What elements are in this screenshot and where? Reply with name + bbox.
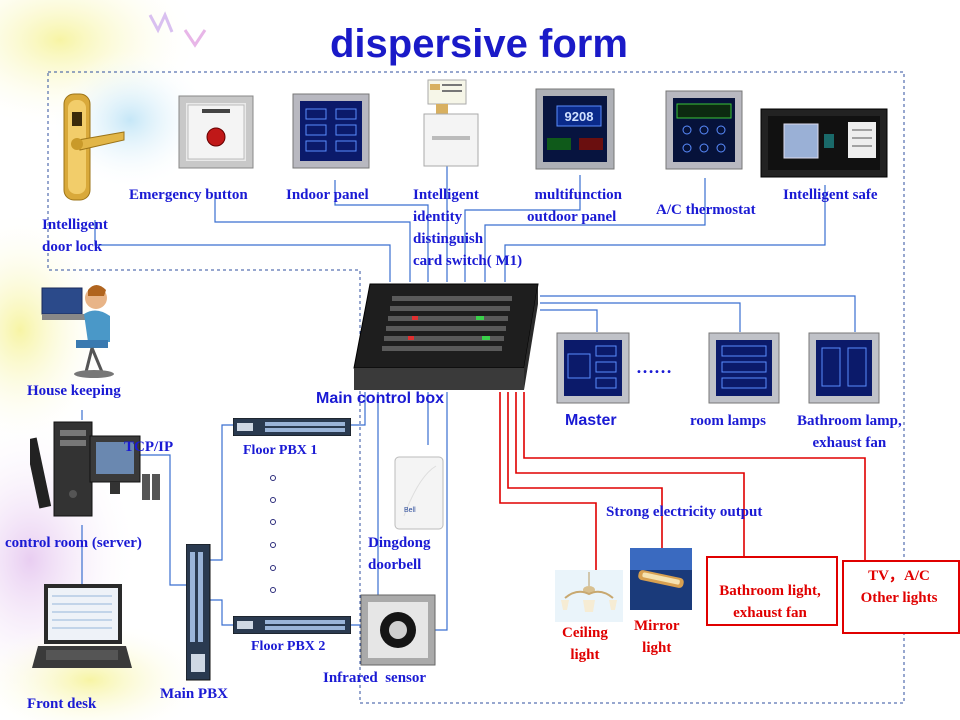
doorbell-label: Dingdong doorbell	[368, 535, 431, 573]
tv-ac-box-label: TV，A/C Other lights	[860, 568, 938, 606]
emergency-button-label: Emergency button	[129, 187, 248, 203]
thermostat-icon	[665, 90, 743, 170]
infrared-sensor-label: Infrared sensor	[323, 670, 427, 686]
main-pbx-label: Main PBX	[160, 686, 228, 702]
master-panel-icon	[556, 332, 630, 404]
indoor-panel-icon	[292, 93, 370, 169]
page-title: dispersive form	[330, 22, 628, 66]
server-computer-icon	[30, 421, 160, 517]
switch-icon	[233, 616, 351, 634]
master-label: Master	[565, 412, 617, 429]
bathroom-light-box	[706, 556, 838, 626]
outdoor-number: 9208	[565, 109, 594, 124]
floor-pbx-2-label: Floor PBX 2	[251, 639, 326, 654]
bathroom-lamp-label: Bathroom lamp, exhaust fan	[797, 413, 902, 451]
house-keeping-label: House keeping	[27, 383, 121, 399]
switch-icon	[186, 544, 211, 681]
main-control-box-label: Main control box	[316, 390, 444, 407]
ceiling-light-label: Ceiling light	[562, 625, 608, 663]
main-control-box-icon	[353, 283, 539, 390]
dots-label: ……	[636, 357, 672, 377]
card-switch-icon	[423, 79, 479, 167]
svg-text:Bell: Bell	[404, 507, 416, 514]
safe-label: Intelligent safe	[783, 187, 878, 203]
safe-icon	[760, 108, 888, 178]
ceiling-light-icon	[555, 570, 623, 622]
tcp-ip-label: TCP/IP	[124, 439, 174, 455]
outdoor-panel-label: multifunction outdoor panel	[527, 187, 623, 225]
bathroom-panel-icon	[808, 332, 880, 404]
bathroom-light-box-label: Bathroom light, exhaust fan	[719, 583, 821, 621]
laptop-icon	[32, 584, 132, 668]
infrared-sensor-icon	[360, 594, 436, 666]
front-desk-label: Front desk	[27, 696, 97, 712]
floor-pbx-1-label: Floor PBX 1	[243, 443, 318, 458]
housekeeper-icon	[41, 285, 114, 378]
mirror-light-label: Mirror light	[634, 618, 680, 656]
door-lock-icon	[63, 93, 125, 201]
card-switch-label: Intelligent identity distinguish card sw…	[413, 187, 523, 269]
emergency-button-icon	[178, 95, 254, 169]
switch-icon	[233, 418, 351, 436]
thermostat-label: A/C thermostat	[656, 202, 756, 218]
strong-electricity-label: Strong electricity output	[606, 504, 763, 520]
tv-ac-box	[842, 560, 960, 634]
control-room-label: control room (server)	[5, 535, 142, 551]
room-lamps-panel-icon	[708, 332, 780, 404]
mirror-light-icon	[630, 548, 692, 610]
door-lock-label: Intelligent door lock	[42, 217, 108, 255]
indoor-panel-label: Indoor panel	[286, 187, 369, 203]
outdoor-panel-icon: 9208	[535, 88, 615, 170]
room-lamps-label: room lamps	[690, 413, 766, 429]
doorbell-icon: Bell	[394, 456, 444, 530]
